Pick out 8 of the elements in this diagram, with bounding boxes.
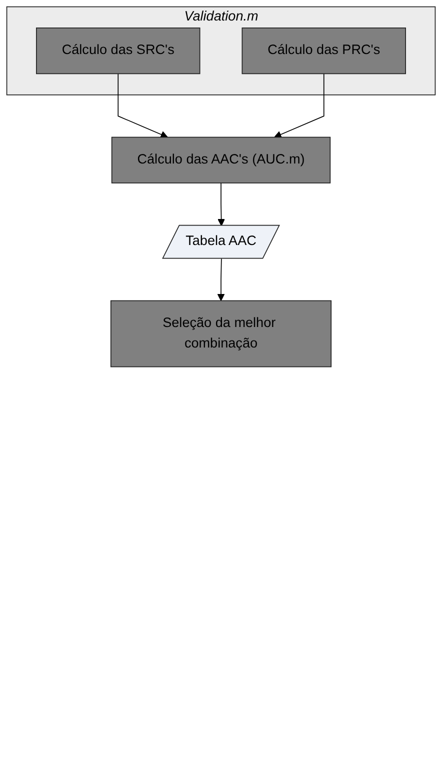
node-box: Cálculo das AAC's (AUC.m) bbox=[111, 136, 331, 184]
node-box: Cálculo das PRC's bbox=[242, 28, 406, 74]
node-box: Seleção da melhor combinação bbox=[110, 300, 332, 368]
arrow bbox=[274, 73, 324, 138]
node-box: Cálculo das SRC's bbox=[36, 28, 200, 74]
arrow bbox=[218, 182, 226, 226]
arrow bbox=[217, 258, 225, 302]
arrow bbox=[118, 73, 168, 138]
